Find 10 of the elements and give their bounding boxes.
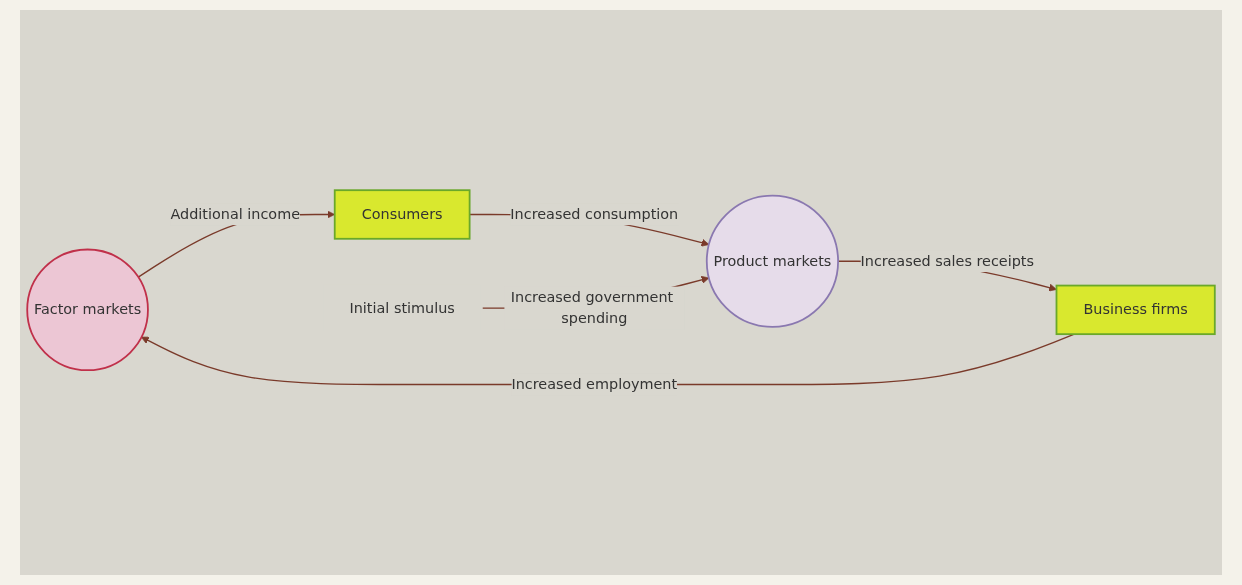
edge-label: Increased government spending <box>510 288 674 327</box>
edge-label: Increased consumption <box>510 205 679 223</box>
edge-label: Increased sales receipts <box>860 252 1034 270</box>
node-box: Business firms <box>1055 284 1216 335</box>
node-circle: Factor markets <box>26 248 149 371</box>
edge-label: Additional income <box>170 205 301 223</box>
edge-label: Increased employment <box>511 375 678 393</box>
node-circle: Product markets <box>705 194 839 328</box>
node-box: Consumers <box>333 189 471 240</box>
node-text: Initial stimulus <box>349 298 455 316</box>
